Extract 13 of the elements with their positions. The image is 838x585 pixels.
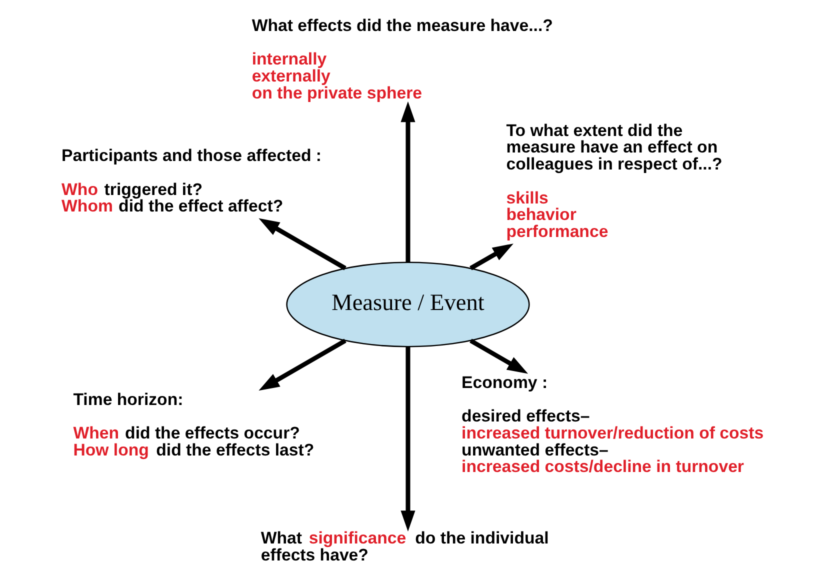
arrow bbox=[258, 218, 346, 270]
node-text: Economy : desired effects– increased turnover/reduction of costs unwanted effects– increased costs/decline in turnover bbox=[462, 372, 764, 476]
node-ellipse: Measure / Event bbox=[286, 262, 530, 348]
arrow bbox=[400, 101, 416, 262]
arrow bbox=[470, 244, 514, 270]
arrow bbox=[470, 338, 528, 374]
node-text: To what extent did the measure have an effect on colleagues in respect of...? skills behavior performance bbox=[506, 120, 722, 241]
node-text: Participants and those affected : Who triggered it? Whom did the effect affect? bbox=[62, 146, 322, 216]
arrow bbox=[400, 346, 416, 532]
node-text: Time horizon: When did the effects occur? How long did the effects last? bbox=[73, 390, 314, 460]
arrow bbox=[258, 338, 346, 391]
node-text: What effects did the measure have...? internally externally on the private sphere bbox=[252, 16, 553, 102]
node-text: What significance do the individual effects have? bbox=[260, 528, 549, 564]
